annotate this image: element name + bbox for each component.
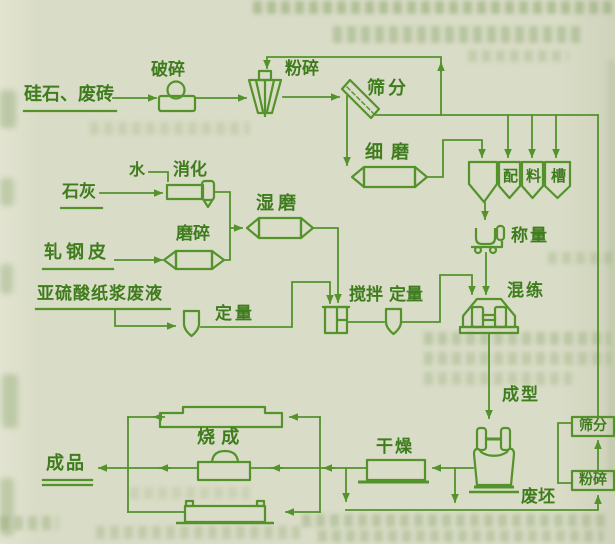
bleed-through-artifact: [96, 526, 300, 539]
label-pulverize: 粉碎: [285, 59, 319, 79]
bleed-through-artifact: [468, 50, 568, 62]
label-lime: 石灰: [62, 182, 96, 202]
label-waste-blank: 废坯: [521, 487, 555, 507]
label-mill-scale: 轧钢皮: [44, 242, 110, 263]
label-screen: 筛分: [367, 78, 409, 99]
label-fire: 烧 成: [197, 427, 240, 448]
label-screen-2: 筛分: [579, 418, 607, 434]
label-slake: 消化: [173, 160, 207, 180]
label-product: 成品: [46, 453, 86, 474]
label-bin-char-3: 槽: [551, 167, 567, 185]
dome-kiln-icon: [196, 449, 252, 482]
bleed-through-artifact: [0, 516, 58, 530]
margin-smudge: [0, 178, 14, 206]
label-dry: 干燥: [376, 437, 414, 457]
bleed-through-artifact: [318, 530, 604, 542]
bleed-through-artifact: [333, 26, 583, 43]
line-meter-1-to-stirrer: [200, 281, 334, 328]
line-sulfite-to-meter-1: [114, 309, 176, 330]
label-sulfite-liquor: 亚硫酸纸浆废液: [37, 284, 163, 304]
line-grinder-out: [223, 227, 231, 261]
label-meter-1: 定量: [215, 304, 255, 324]
margin-smudge: [0, 264, 13, 294]
bleed-through-artifact: [424, 332, 610, 345]
screen-2-box: [570, 415, 615, 438]
bleed-through-artifact: [130, 487, 250, 499]
label-stir: 搅拌: [349, 285, 383, 305]
line-screen-recycle-to-pulverizer: [263, 56, 442, 116]
label-fine-mill: 细磨: [365, 142, 417, 163]
bleed-through-artifact: [253, 1, 613, 14]
line-slaker-out: [213, 191, 231, 228]
meter-funnel-1-icon: [182, 309, 201, 338]
label-pulverize-2: 粉碎: [579, 472, 607, 488]
fine-mill-icon: [350, 165, 429, 189]
label-form: 成型: [502, 385, 540, 405]
line-meter-2-to-kneader: [400, 274, 476, 323]
label-water: 水: [129, 160, 146, 179]
slaker-icon: [165, 179, 216, 209]
margin-smudge: [0, 90, 16, 128]
label-bin-char-1: 配: [503, 167, 519, 185]
line-water-to-slaker: [148, 171, 169, 182]
chamber-kiln-icon: [176, 499, 274, 525]
press-icon: [469, 426, 519, 494]
label-wet-mill: 湿磨: [256, 193, 300, 214]
margin-smudge: [2, 374, 18, 428]
bleed-through-artifact: [302, 514, 610, 527]
line-fine-mill-to-bin-1: [426, 139, 486, 178]
label-crush: 破碎: [151, 60, 185, 80]
margin-smudge: [608, 60, 615, 480]
tunnel-kiln-icon: [158, 405, 284, 429]
vibrating-screen-icon: [340, 78, 381, 120]
line-wet-mill-to-stirrer: [312, 227, 342, 303]
kneader-icon: [458, 297, 520, 335]
label-input-silica: 硅石、废砖: [24, 84, 114, 105]
label-weigh: 称量: [511, 226, 549, 246]
grinder-icon: [162, 249, 226, 271]
wet-mill-icon: [245, 216, 315, 240]
line-screen2-oversize-loop: [557, 422, 573, 484]
pulverize-2-box: [570, 469, 615, 492]
label-knead: 混练: [507, 281, 545, 301]
label-bin-char-2: 料: [526, 167, 542, 185]
label-grind: 磨碎: [176, 224, 210, 244]
bleed-through-artifact: [424, 352, 610, 365]
line-waste-blank-to-pulverizer2: [345, 495, 602, 511]
flow-lines: [22, 56, 602, 516]
bleed-through-artifact: [90, 122, 250, 135]
label-meter-2: 定量: [389, 285, 423, 305]
dryer-icon: [358, 458, 429, 484]
jaw-crusher-icon: [157, 80, 197, 113]
bleed-through-artifact: [548, 252, 612, 264]
batch-bins-icon: [467, 160, 572, 204]
gyratory-crusher-icon: [247, 69, 283, 117]
meter-funnel-2-icon: [384, 307, 403, 336]
margin-smudge: [0, 478, 14, 536]
machine-icons: [157, 69, 615, 525]
bleed-through-artifact: [424, 372, 572, 385]
weigher-icon: [471, 224, 506, 255]
stirrer-icon: [322, 305, 350, 335]
